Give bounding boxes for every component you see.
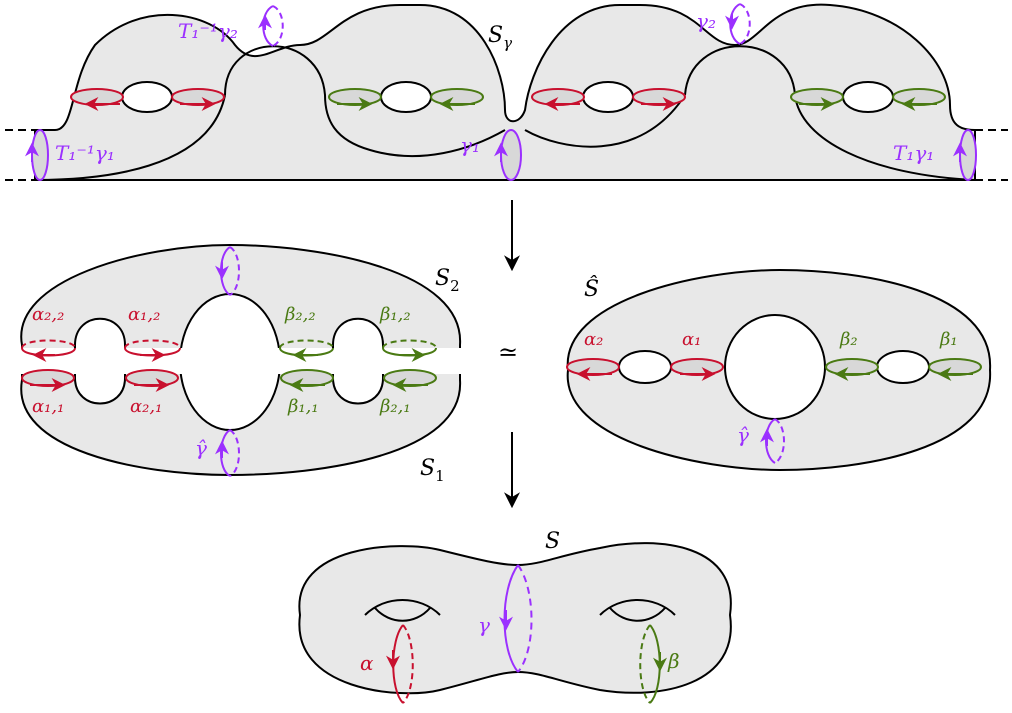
surface-S-hat: Ŝ α₂ α₁ β₂ β₁ γ̂ [566, 268, 992, 472]
alpha22-dash [21, 339, 76, 349]
s-right-handle-bottom [609, 607, 666, 622]
gamma1-label: γ₁ [460, 133, 480, 157]
s-gamma-sep-dash [517, 564, 533, 673]
t1inv-gamma2-dash [272, 5, 284, 47]
s-gamma-arch-1 [224, 45, 506, 158]
equivalence-symbol: ≃ [498, 338, 518, 366]
s-gamma-hole-1 [121, 81, 173, 113]
s1-label: S1 [420, 456, 445, 485]
s-gamma-alpha-curve-3 [531, 88, 585, 106]
beta1-curve [928, 358, 982, 376]
s-hat-central-hole [724, 314, 826, 420]
beta12-dash [382, 339, 437, 349]
s-alpha-dash [402, 624, 414, 704]
s2-label: S2 [435, 266, 460, 295]
s-gamma-outline [34, 3, 976, 181]
s-gamma-hole-4 [842, 81, 894, 113]
surface-S2: S2 α₂,₂ α₁,₂ β₂,₂ β₁,₂ α₁,₁ α₂,₁ β₁,₁ β₂… [18, 243, 464, 477]
s-gamma-alpha-curve-1 [70, 88, 124, 106]
beta22-label: β₂,₂ [284, 304, 316, 325]
s-right-handle-top [599, 599, 676, 616]
beta21-label: β₂,₁ [379, 396, 411, 417]
gamma2-dash [739, 3, 751, 45]
s-hat-label: Ŝ [584, 275, 599, 302]
s-gamma-label-bottom: γ [478, 613, 490, 637]
s-alpha-label: α [360, 651, 374, 675]
beta22-dash [279, 339, 334, 349]
s-gamma-left-bottom [34, 94, 226, 181]
beta2-label: β₂ [839, 329, 858, 350]
s-gamma-label: Sγ [488, 23, 512, 52]
alpha1-curve [670, 358, 724, 376]
alpha11-label: α₁,₁ [32, 396, 64, 417]
s-label: S [545, 529, 560, 554]
s-beta-dash [639, 624, 651, 704]
beta2-curve [825, 358, 879, 376]
beta21-curve [383, 369, 437, 387]
s-gamma-beta-curve-1 [328, 88, 382, 106]
beta11-curve [280, 369, 334, 387]
s-hat-left-hole [618, 350, 672, 384]
s-gamma-beta-curve-4 [892, 88, 946, 106]
s-gamma-hole-3 [582, 81, 634, 113]
alpha1-label: α₁ [682, 329, 701, 350]
alpha21-curve [125, 369, 179, 387]
s-gamma-mid-bottom [524, 94, 686, 148]
t1inv-gamma1-curve [31, 129, 49, 181]
s-left-handle-top [364, 599, 441, 616]
t1inv-gamma1-label: T₁⁻¹γ₁ [55, 141, 115, 165]
alpha22-label: α₂,₂ [32, 304, 64, 325]
surface-S: S γ α β [298, 529, 732, 704]
alpha21-label: α₂,₁ [130, 396, 162, 417]
s-gamma-purple-curves [25, 3, 977, 181]
s2-top-gamma-dash [229, 246, 240, 296]
beta12-label: β₁,₂ [379, 304, 411, 325]
s-hat-gamma-hat-label: γ̂ [737, 423, 749, 447]
alpha2-label: α₂ [584, 329, 603, 350]
beta11-label: β₁,₁ [287, 396, 319, 417]
s2-gamma-hat-dash [229, 429, 240, 477]
t1-gamma1-curve [959, 129, 977, 181]
surface-S-gamma: Sγ T₁⁻¹γ₂ γ₂ T₁⁻¹γ₁ γ₁ T₁γ₁ [5, 3, 1008, 181]
alpha12-dash [124, 339, 181, 349]
s-gamma-beta-curve-2 [430, 88, 484, 106]
s-gamma-alpha-curve-4 [632, 88, 686, 106]
s-outline [298, 542, 732, 695]
gamma1-curve [500, 129, 522, 181]
s-hat-right-hole [876, 350, 930, 384]
s-gamma-hole-2 [380, 81, 432, 113]
s-gamma-alpha-curve-2 [171, 88, 225, 106]
alpha12-label: α₁,₂ [128, 304, 160, 325]
gamma2-label: γ₂ [696, 9, 716, 33]
s2-gamma-hat-label: γ̂ [195, 436, 207, 460]
alpha2-curve [566, 358, 620, 376]
t1inv-gamma2-label: T₁⁻¹γ₂ [178, 19, 238, 43]
s-gamma-beta-curve-3 [790, 88, 844, 106]
beta1-label: β₁ [939, 329, 958, 350]
s-left-handle-bottom [374, 607, 431, 622]
s-hat-gamma-hat-dash [774, 418, 785, 464]
alpha11-curve [21, 369, 75, 387]
t1-gamma1-label: T₁γ₁ [893, 141, 934, 165]
s-beta-label: β [667, 649, 680, 673]
